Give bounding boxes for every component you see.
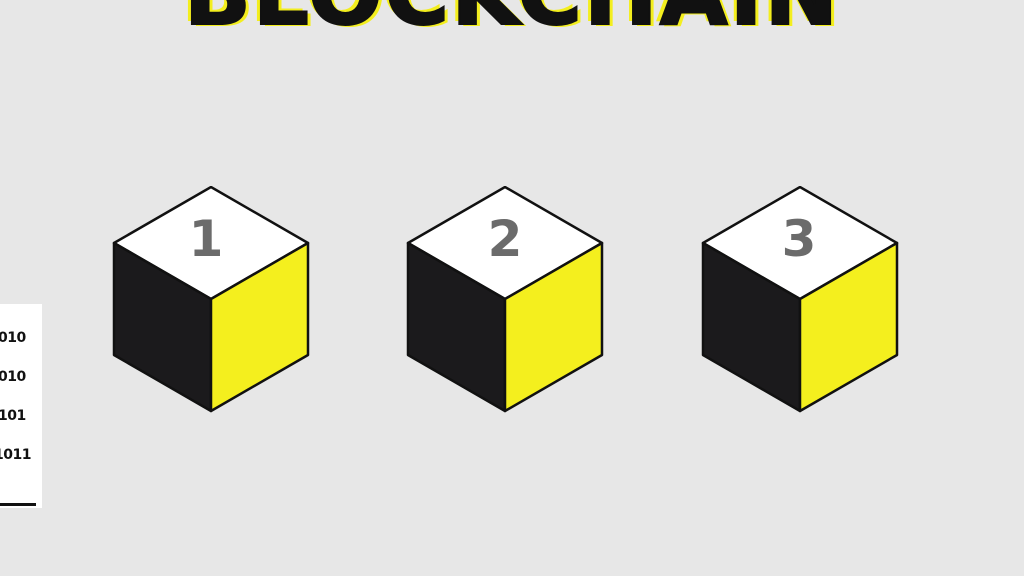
block-number: 2	[488, 210, 523, 268]
block-2: 2	[406, 186, 604, 414]
ledger-line: 101	[0, 408, 26, 424]
ledger-underline	[0, 503, 36, 506]
block-number: 3	[782, 210, 817, 268]
title-text: BLOCKCHAIN	[0, 0, 1024, 46]
cube-icon: 3	[701, 186, 899, 413]
ledger-line: 010	[0, 369, 26, 385]
cube-icon: 1	[112, 186, 310, 413]
cube-icon: 2	[406, 186, 604, 413]
block-1: 1	[112, 186, 310, 414]
ledger-line: 010	[0, 330, 26, 346]
block-3: 3	[701, 186, 899, 414]
block-number: 1	[189, 210, 224, 268]
